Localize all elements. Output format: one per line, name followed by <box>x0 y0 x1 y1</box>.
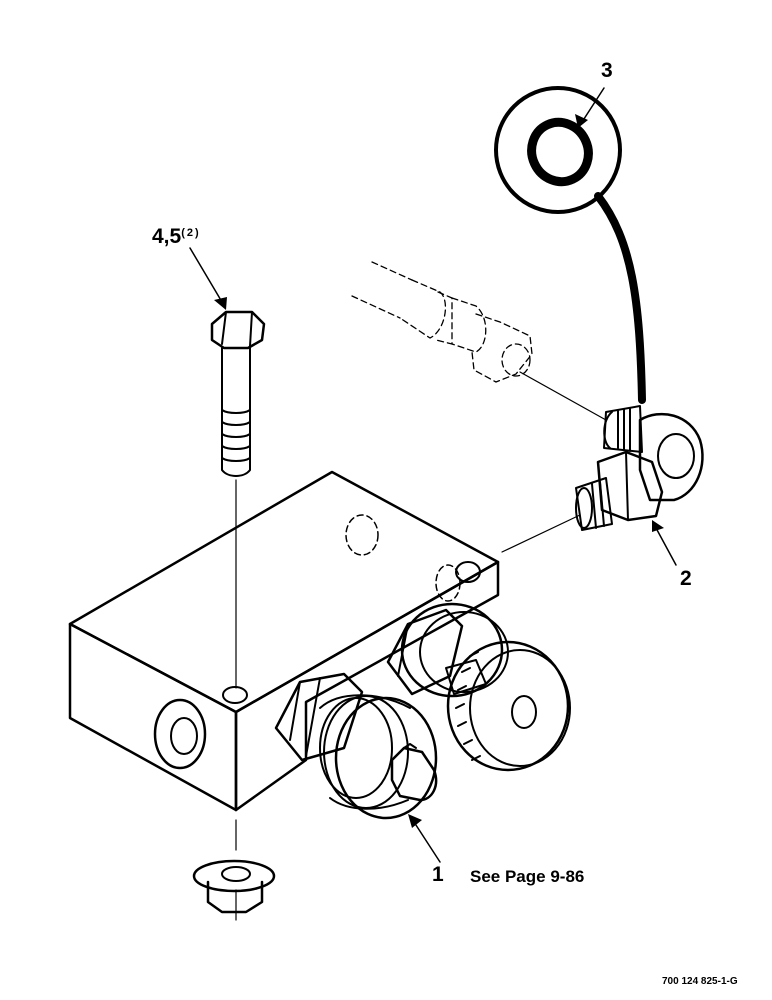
fitting-centerline <box>501 514 581 553</box>
bolt-hole-top <box>222 686 248 704</box>
callout-label-1: 1 <box>432 863 444 886</box>
drawing-number: 700 124 825-1-G <box>662 976 738 987</box>
port-hole-top <box>455 561 481 583</box>
side-port <box>153 698 207 770</box>
hex-bolt <box>210 310 266 477</box>
hose-fitting-reference <box>351 261 533 383</box>
callout-label-3: 3 <box>601 59 613 82</box>
callout-arrow-45 <box>189 247 227 310</box>
valve-assembly <box>274 602 571 820</box>
o-ring-detail-bubble <box>494 86 646 404</box>
callout-arrow-1 <box>408 814 441 863</box>
port-hole-hidden-1 <box>345 514 379 556</box>
manifold-block <box>68 470 500 812</box>
page-reference-note: See Page 9-86 <box>470 867 585 886</box>
elbow-fitting <box>575 405 704 531</box>
flange-nut <box>192 859 276 914</box>
callout-number-45: 4,5 <box>152 225 182 248</box>
callout-label-45: 4,5(2) <box>152 226 201 247</box>
port-hole-hidden-2 <box>435 564 461 602</box>
callout-arrow-3 <box>575 87 605 128</box>
callout-quantity-45: (2) <box>181 227 201 239</box>
hose-centerline <box>519 371 607 421</box>
callout-label-2: 2 <box>680 567 692 590</box>
callout-arrow-2 <box>652 520 677 566</box>
o-ring <box>527 117 593 187</box>
